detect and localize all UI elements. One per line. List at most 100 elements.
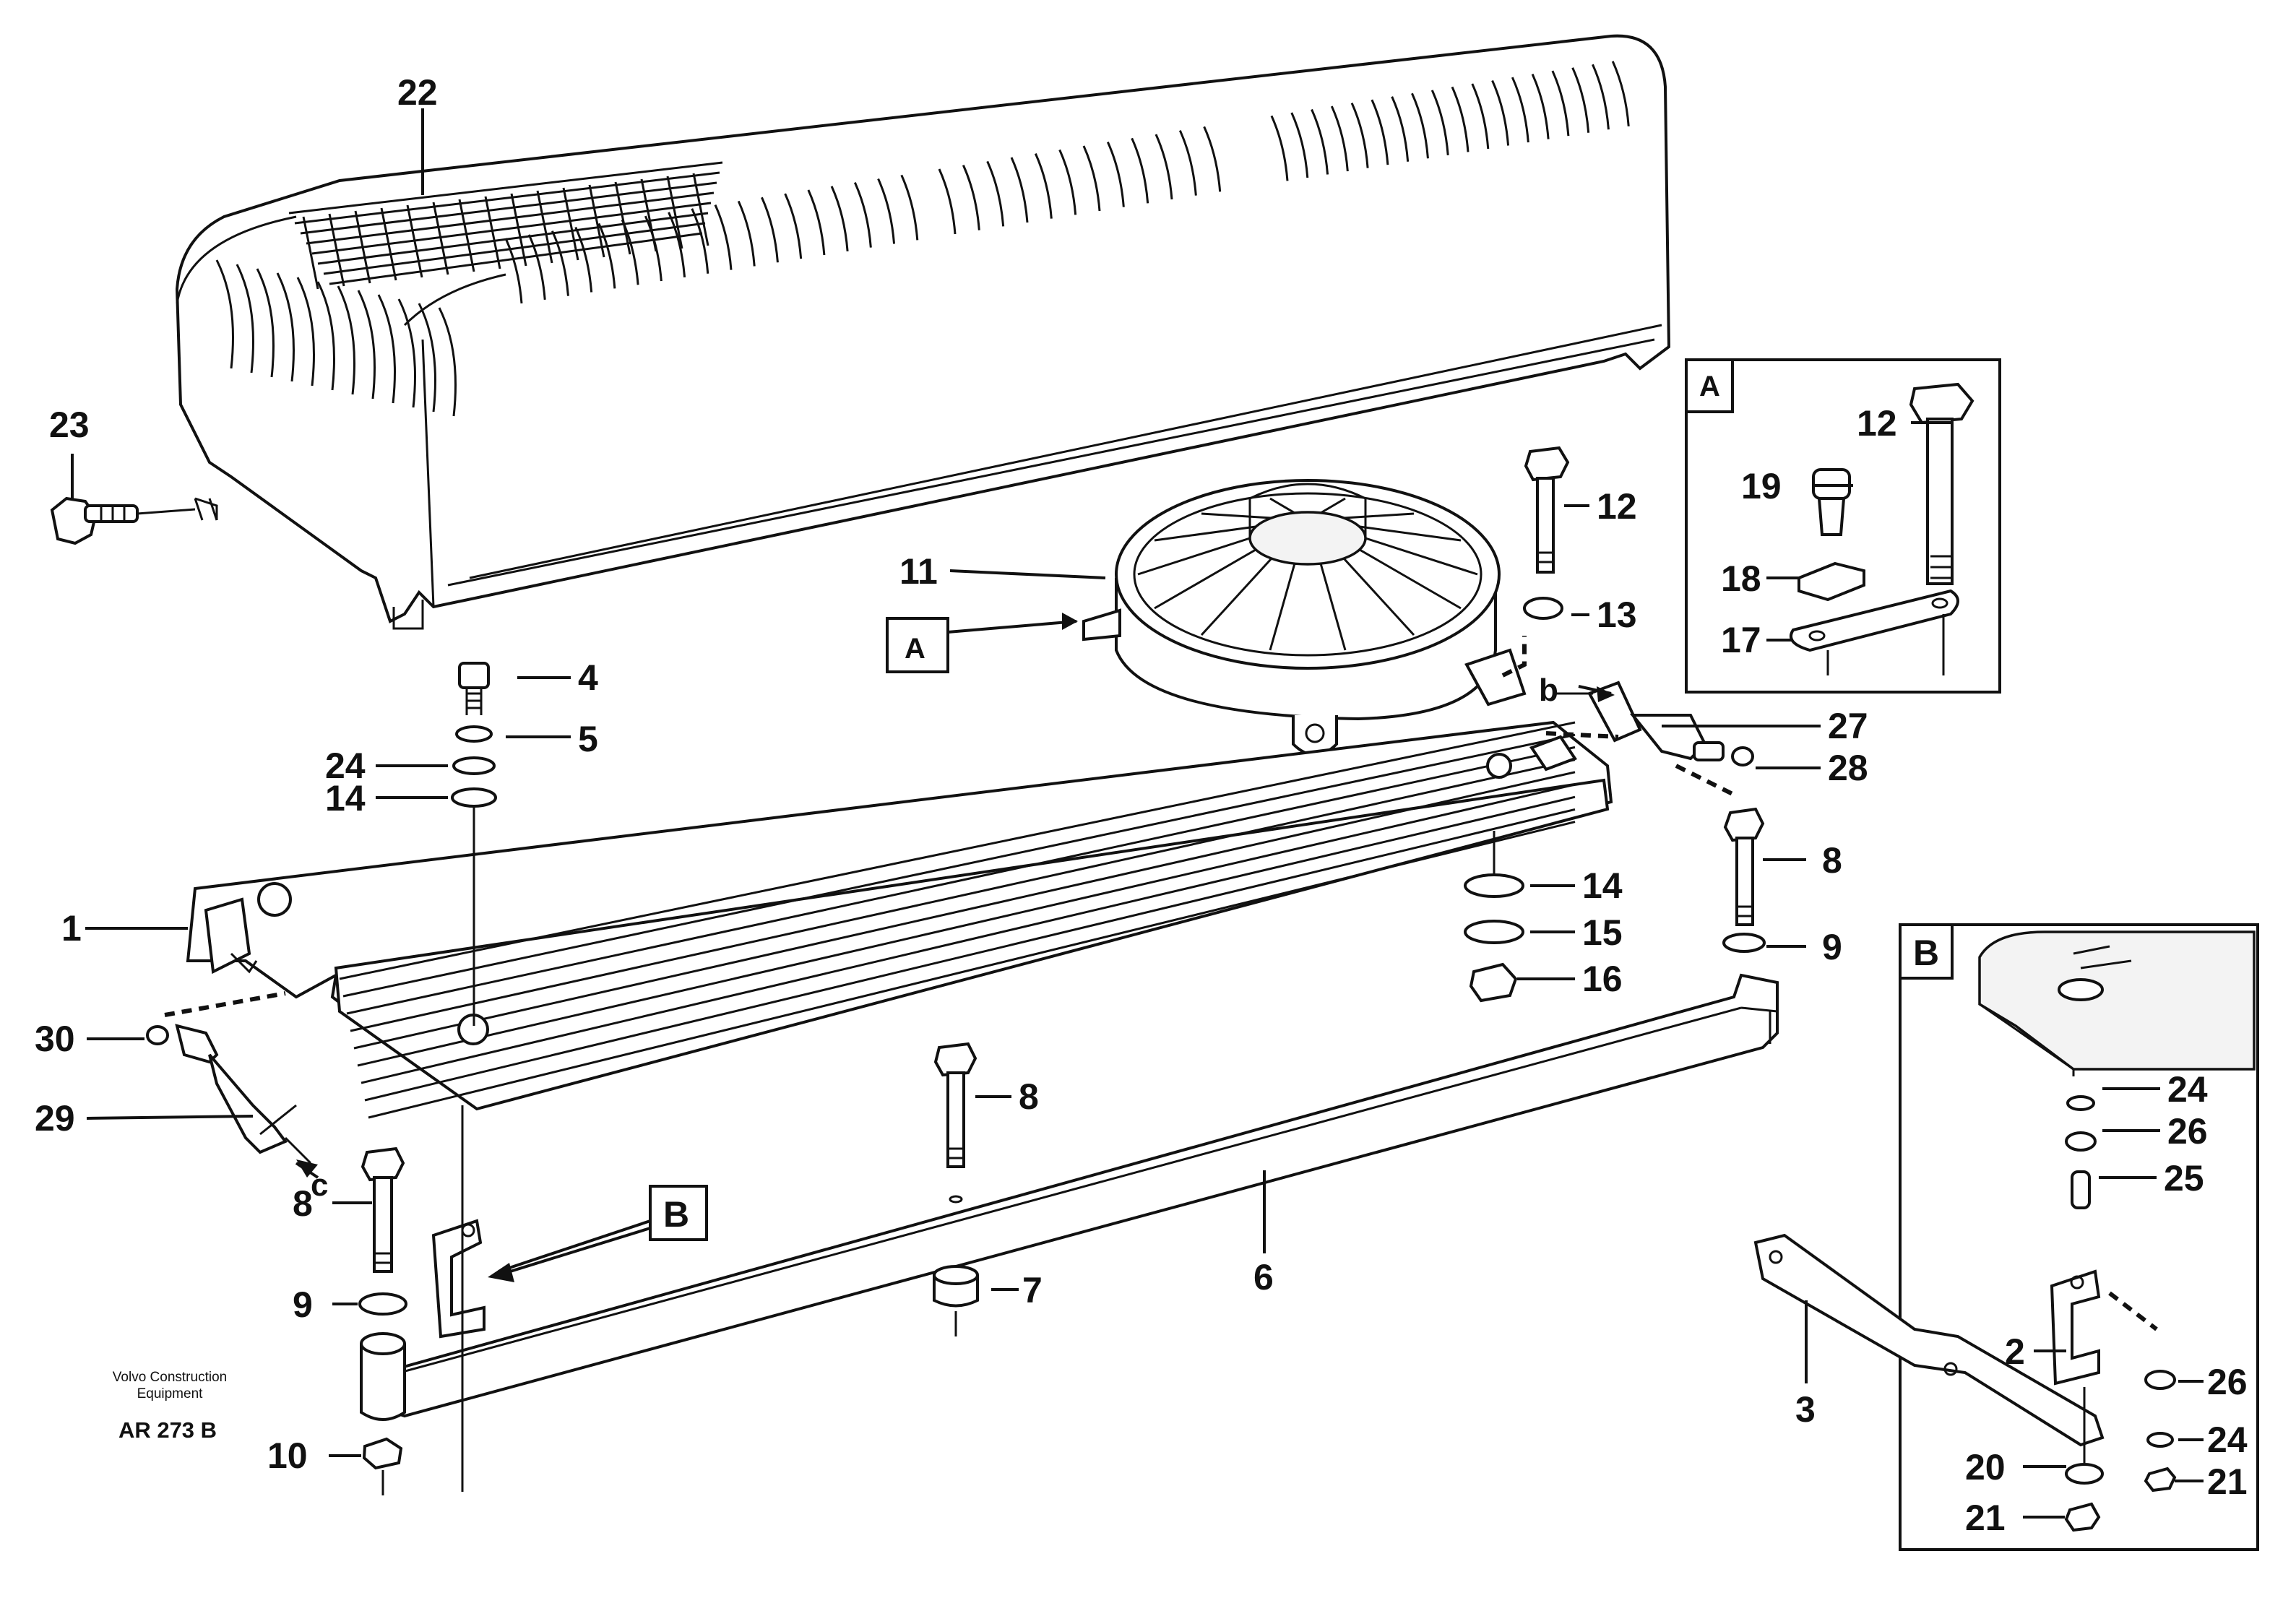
callout-24c: 24 — [2207, 1420, 2248, 1460]
fan-spoke — [1320, 497, 1346, 514]
fan-spoke — [1269, 563, 1296, 651]
louver-slot — [1311, 108, 1329, 175]
louver-slot — [236, 264, 254, 373]
callout-24b: 24 — [2167, 1069, 2208, 1110]
callout-12b: 12 — [1857, 403, 1897, 444]
grid-line — [432, 202, 449, 275]
callout-20: 20 — [1965, 1447, 2006, 1487]
louver-slot — [1551, 70, 1570, 137]
grid-line — [288, 161, 723, 215]
grid-line — [458, 199, 475, 272]
callout-24a: 24 — [325, 746, 366, 786]
louver-slot — [1034, 153, 1053, 219]
louver-slot — [877, 178, 896, 244]
louver-slot — [1471, 83, 1490, 150]
callout-9a: 9 — [1822, 927, 1842, 967]
leader-lines — [71, 108, 2204, 1519]
bracket-part-2-left — [431, 1219, 485, 1339]
fan-spoke — [1365, 537, 1478, 576]
radiator-fin — [364, 808, 1576, 1102]
louver-slot — [1082, 145, 1101, 212]
louver-slot — [1178, 130, 1197, 196]
callout-10: 10 — [267, 1435, 308, 1476]
grid-line — [302, 216, 319, 290]
louver-slot — [527, 234, 546, 300]
callout-11: 11 — [899, 551, 938, 592]
detail-label-a-main: A — [905, 633, 925, 665]
fan-spoke — [1137, 537, 1251, 576]
fan-spoke — [1343, 512, 1415, 519]
louver-slot — [1131, 137, 1149, 204]
louver-slot — [276, 272, 295, 382]
detail-labels: A A B B b c — [311, 371, 1939, 1241]
radiator-fin — [350, 759, 1576, 1032]
callout-15: 15 — [1582, 912, 1623, 953]
credit-reference: AR 273 B — [118, 1417, 217, 1443]
cover-part-22 — [175, 34, 1671, 630]
louver-slot — [1290, 112, 1309, 178]
callout-numbers: 22 23 4 5 24 14 1 30 29 11 12 13 27 28 1… — [35, 72, 2248, 1538]
callout-22: 22 — [397, 72, 438, 113]
fan-spoke — [1154, 548, 1256, 610]
louver-slot — [1592, 64, 1610, 130]
callout-21b: 21 — [1965, 1498, 2006, 1538]
louver-slot — [761, 196, 779, 263]
louver-slot — [597, 223, 616, 289]
louver-slot — [574, 226, 593, 293]
callout-8c: 8 — [293, 1183, 313, 1224]
callout-28: 28 — [1828, 748, 1868, 788]
louver-slot — [1411, 92, 1429, 159]
credit-line-2: Equipment — [137, 1386, 204, 1401]
grid-line — [323, 222, 706, 275]
louver-slot — [1451, 86, 1469, 152]
louver-slot — [1330, 105, 1349, 172]
grid-line — [300, 181, 717, 235]
louver-slot — [1611, 61, 1630, 126]
radiator-fin — [368, 821, 1576, 1119]
louver-slot — [1010, 157, 1029, 223]
fan-spoke — [1200, 557, 1273, 636]
louver-slot — [1511, 77, 1529, 143]
callout-18: 18 — [1721, 558, 1761, 599]
frame-bar-part-6 — [381, 973, 1779, 1418]
radiator-fin — [361, 795, 1576, 1084]
grid-line — [562, 187, 579, 261]
louver-slot — [438, 307, 457, 417]
callout-19: 19 — [1741, 466, 1782, 506]
callout-23: 23 — [49, 405, 90, 445]
grid-line — [536, 190, 553, 264]
louver-slot — [215, 259, 234, 369]
callout-25: 25 — [2164, 1158, 2204, 1198]
callout-17: 17 — [1721, 620, 1761, 660]
callout-14a: 14 — [325, 778, 366, 819]
fan-spoke — [1154, 525, 1256, 542]
grid-line — [317, 212, 709, 265]
radiator-fins — [339, 721, 1576, 1119]
louver-slot — [357, 290, 376, 399]
callout-1: 1 — [61, 908, 82, 949]
louver-slot — [900, 174, 919, 241]
connection-label-b: b — [1539, 673, 1558, 708]
grid-line — [614, 181, 631, 255]
grid-line — [311, 202, 712, 255]
louver-slot — [316, 281, 335, 391]
grid-line — [294, 171, 720, 225]
callout-12a: 12 — [1597, 486, 1637, 527]
louver-slot — [337, 285, 355, 395]
callout-29: 29 — [35, 1098, 75, 1139]
louver-slot — [1531, 74, 1550, 139]
louver-slot — [551, 230, 569, 296]
detail-inset-a — [1685, 358, 2001, 694]
callout-6: 6 — [1253, 1257, 1274, 1297]
callout-4: 4 — [578, 657, 598, 698]
louver-slot — [853, 182, 872, 248]
louver-slot — [1155, 134, 1173, 200]
louver-slot — [807, 189, 826, 256]
radiator-fin — [357, 783, 1576, 1067]
louver-slot — [1430, 90, 1449, 155]
callout-8a: 8 — [1822, 840, 1842, 881]
callout-8b: 8 — [1019, 1076, 1039, 1117]
radiator-fin — [339, 721, 1576, 980]
callout-2: 2 — [2005, 1331, 2025, 1372]
louver-slot — [714, 204, 733, 270]
